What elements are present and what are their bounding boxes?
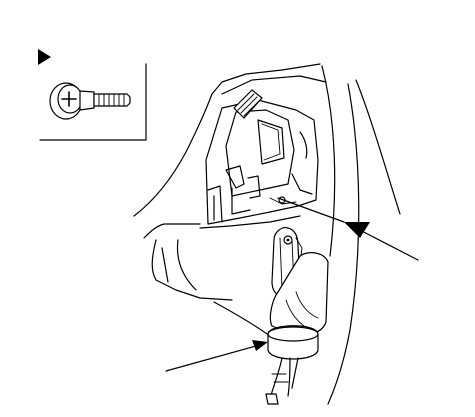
connector-assembly (265, 227, 329, 405)
fastener-legend (38, 49, 147, 141)
legend-box-frame (39, 63, 147, 141)
arrowhead-icon (344, 222, 370, 238)
flange-bolt-icon (49, 82, 131, 120)
triangle-right-icon (38, 49, 51, 65)
vent-slot (233, 89, 263, 119)
bracket-opening (205, 89, 319, 225)
upper-leader (277, 197, 419, 261)
lower-leader (165, 340, 268, 372)
arrowhead-icon (252, 340, 268, 351)
body-panel (133, 63, 401, 405)
